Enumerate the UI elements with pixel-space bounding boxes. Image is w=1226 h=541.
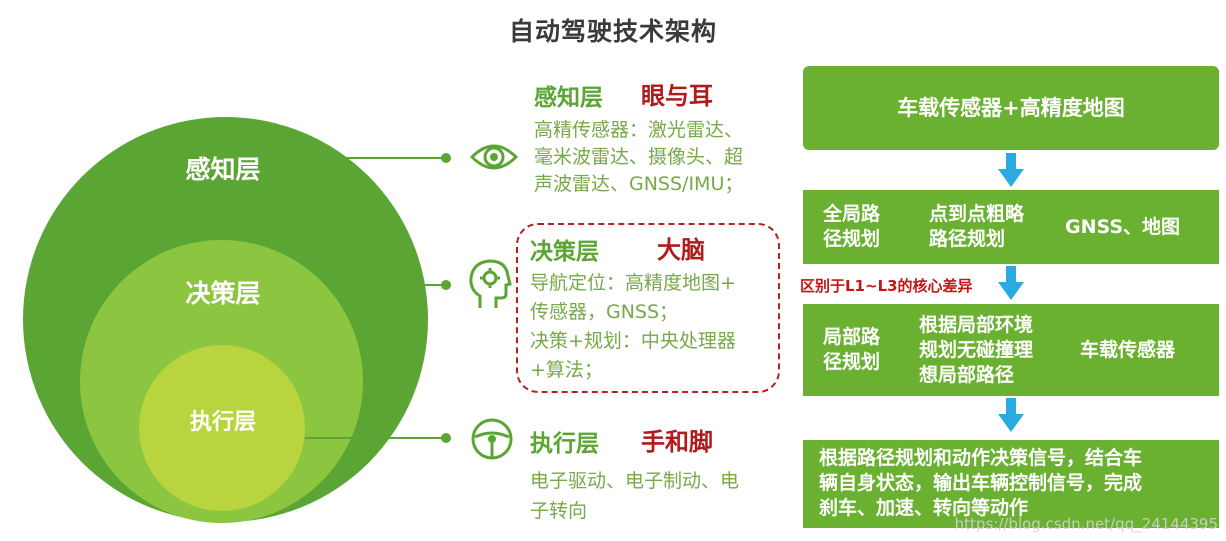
text-line: 径规划 <box>823 351 881 373</box>
down-arrow-icon <box>998 153 1024 187</box>
text-line: 径规划 <box>823 228 881 250</box>
text-line: 路径规划 <box>929 228 1006 250</box>
perception-connector-dot <box>441 153 451 163</box>
global-planning-label: 全局路 径规划 <box>823 202 880 252</box>
decision-layer-organ: 大脑 <box>657 236 705 264</box>
vehicle-control-desc: 根据路径规划和动作决策信号，结合车 辆自身状态，输出车辆控制信号，完成 刹车、加… <box>819 446 1142 521</box>
desc-line: 高精传感器：激光雷达、 <box>534 119 744 141</box>
text-line: 规划无碰撞理 <box>919 339 1034 361</box>
perception-connector <box>333 157 445 159</box>
global-planning-source: GNSS、地图 <box>1065 216 1181 238</box>
execution-connector <box>305 437 445 439</box>
perception-layer-title: 感知层 <box>534 85 603 111</box>
execution-layer-desc: 电子驱动、电子制动、电 子转向 <box>530 466 739 526</box>
perception-layer-desc: 高精传感器：激光雷达、 毫米波雷达、摄像头、超 声波雷达、GNSS/IMU； <box>534 117 743 198</box>
down-arrow-icon <box>998 398 1024 432</box>
desc-line: 毫米波雷达、摄像头、超 <box>534 146 744 168</box>
global-planning-desc: 点到点粗略 路径规划 <box>929 202 1024 252</box>
local-planning-desc: 根据局部环境 规划无碰撞理 想局部路径 <box>919 313 1033 388</box>
execution-layer-organ: 手和脚 <box>641 428 713 456</box>
desc-line: +算法； <box>530 359 603 381</box>
brain-gear-icon <box>469 259 512 308</box>
decision-circle-label: 决策层 <box>185 279 261 308</box>
desc-line: 传感器，GNSS； <box>530 301 679 323</box>
flow-box-sensors-map: 车载传感器+高精度地图 <box>803 66 1219 150</box>
core-difference-note: 区别于L1~L3的核心差异 <box>800 277 973 295</box>
decision-highlight-box <box>516 223 780 393</box>
steering-wheel-icon <box>471 418 513 460</box>
desc-line: 子转向 <box>530 500 588 522</box>
local-planning-label: 局部路 径规划 <box>823 325 880 375</box>
perception-circle-label: 感知层 <box>185 155 261 184</box>
execution-circle <box>139 345 305 511</box>
text-line: 想局部路径 <box>919 364 1015 386</box>
desc-line: 电子驱动、电子制动、电 <box>530 470 740 492</box>
text-line: 局部路 <box>823 326 881 348</box>
down-arrow-icon <box>998 266 1024 300</box>
execution-layer-title: 执行层 <box>530 431 599 457</box>
text-line: 全局路 <box>823 203 881 225</box>
flow-box-vehicle-control: 根据路径规划和动作决策信号，结合车 辆自身状态，输出车辆控制信号，完成 刹车、加… <box>803 440 1219 528</box>
flow-box-global-planning: 全局路 径规划 点到点粗略 路径规划 GNSS、地图 <box>803 190 1219 264</box>
local-planning-source: 车载传感器 <box>1080 339 1176 361</box>
execution-connector-dot <box>441 433 451 443</box>
eye-icon <box>470 144 518 170</box>
desc-line: 决策+规划：中央处理器 <box>530 330 736 352</box>
decision-connector-dot <box>441 280 451 290</box>
perception-layer-organ: 眼与耳 <box>641 82 713 110</box>
decision-layer-title: 决策层 <box>530 239 599 265</box>
decision-connector <box>333 284 445 286</box>
watermark: https://blog.csdn.net/qq_24144395 <box>954 515 1218 533</box>
decision-layer-desc: 导航定位：高精度地图+ 传感器，GNSS； 决策+规划：中央处理器 +算法； <box>530 269 736 385</box>
page-title: 自动驾驶技术架构 <box>508 17 717 46</box>
text-line: 刹车、加速、转向等动作 <box>819 497 1029 519</box>
text-line: 根据局部环境 <box>919 314 1034 336</box>
flow-box-sensors-map-text: 车载传感器+高精度地图 <box>897 96 1125 120</box>
execution-circle-label: 执行层 <box>189 410 256 435</box>
flow-box-local-planning: 局部路 径规划 根据局部环境 规划无碰撞理 想局部路径 车载传感器 <box>803 304 1219 396</box>
text-line: 辆自身状态，输出车辆控制信号，完成 <box>819 472 1143 494</box>
desc-line: 声波雷达、GNSS/IMU； <box>534 173 744 195</box>
text-line: 点到点粗略 <box>929 203 1025 225</box>
desc-line: 导航定位：高精度地图+ <box>530 272 736 294</box>
text-line: 根据路径规划和动作决策信号，结合车 <box>819 447 1143 469</box>
